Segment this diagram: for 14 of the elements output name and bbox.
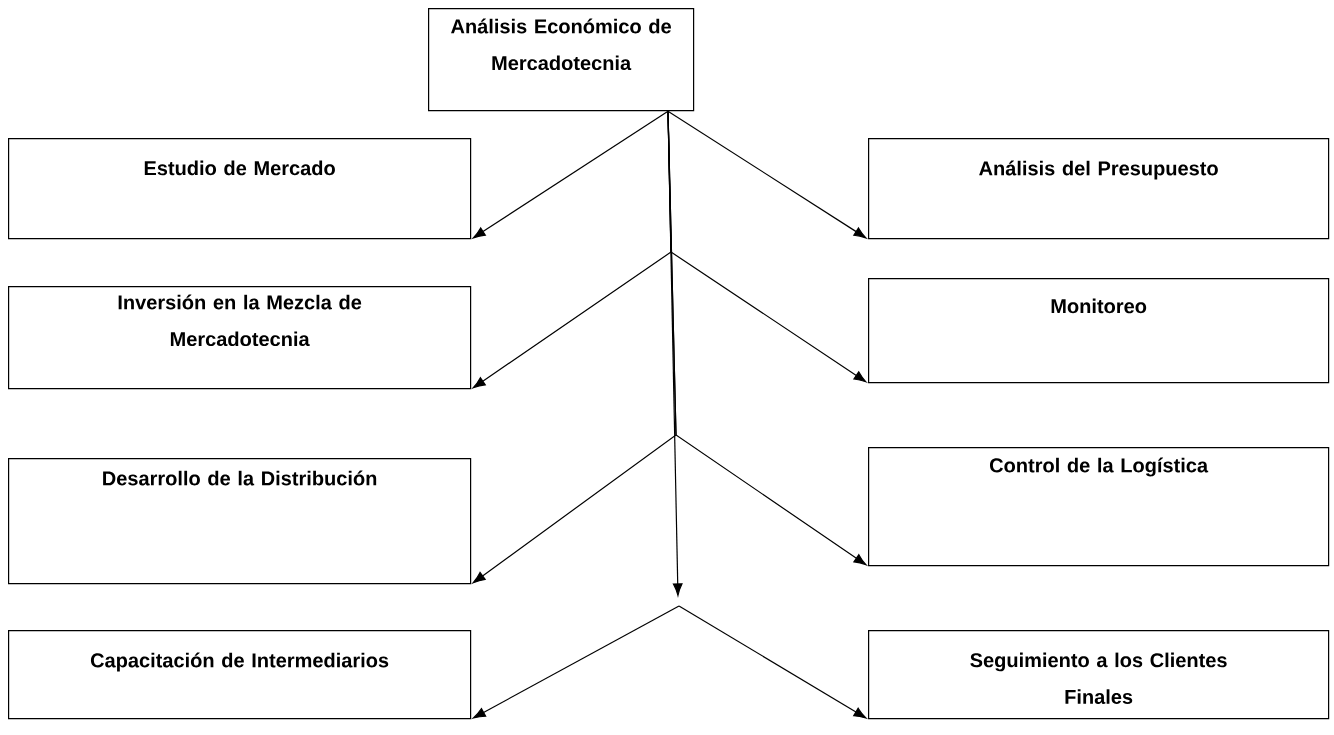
process-box: Inversión en la Mezcla de Mercadotecnia: [8, 286, 472, 390]
arrow: [678, 605, 867, 719]
process-box: Monitoreo: [868, 278, 1330, 384]
process-box: Estudio de Mercado: [8, 138, 472, 240]
arrow: [472, 605, 680, 719]
process-box: Análisis del Presupuesto: [868, 138, 1330, 240]
arrow: [667, 110, 683, 597]
process-box: Control de la Logística: [868, 447, 1330, 567]
process-box: Capacitación de Intermediarios: [8, 630, 472, 720]
arrow: [667, 110, 867, 239]
process-box: Desarrollo de la Distribución: [8, 458, 472, 585]
arrow: [472, 110, 669, 239]
process-box: Análisis Económico de Mercadotecnia: [428, 8, 695, 112]
process-box: Seguimiento a los Clientes Finales: [868, 630, 1330, 720]
